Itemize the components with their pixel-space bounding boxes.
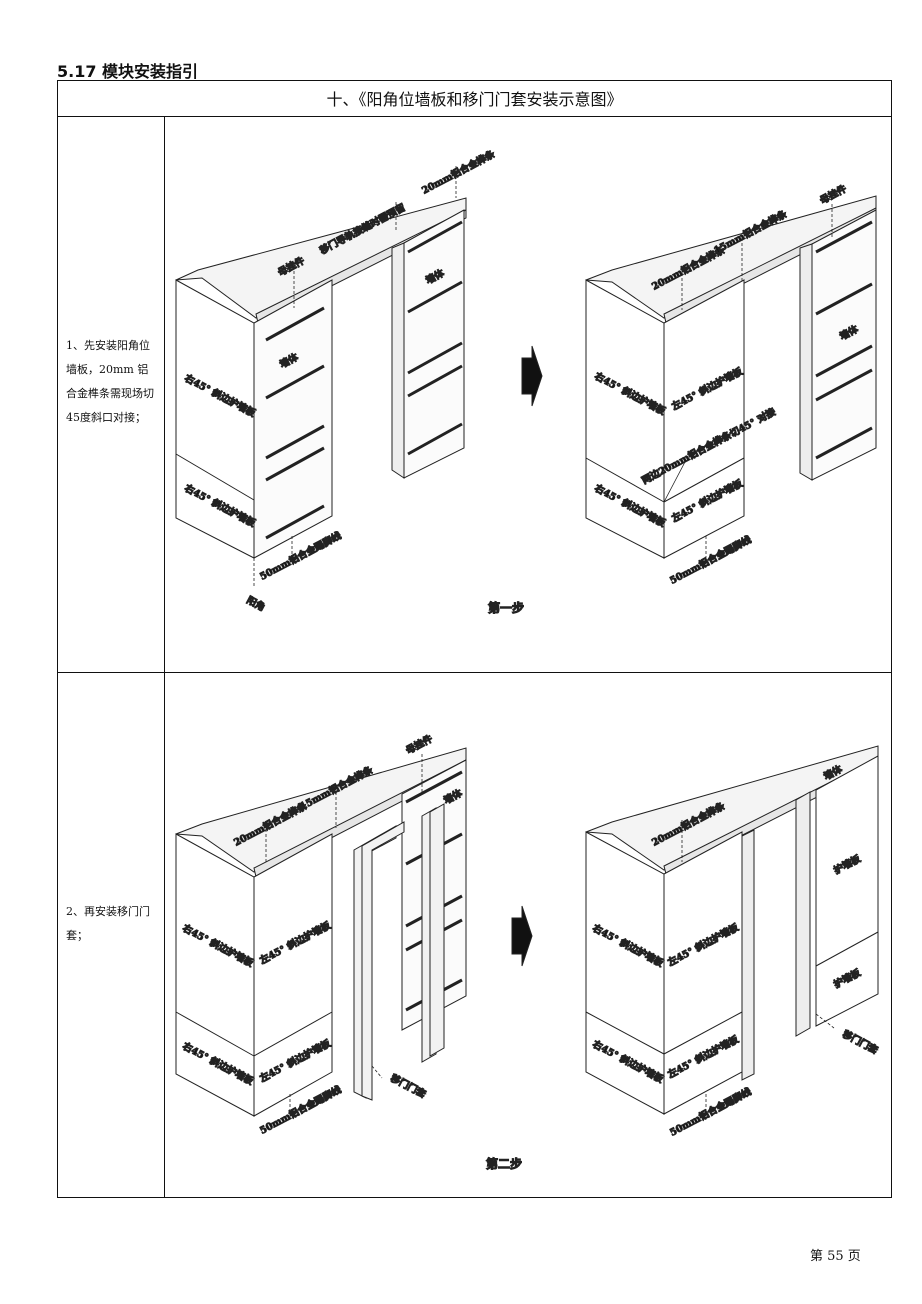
label-rail-top: 20mm铝合金榫条 [420,148,497,197]
table-title: 十、《阳角位墙板和移门门套安装示意图》 [326,90,623,109]
label-door-frame-b: 移门门套 [841,1028,881,1057]
step-1-diagram: 20mm铝合金榫条 移门导轨接缝时需预留 母挂件 墙体 墙体 右45° 斜边护墙… [166,118,890,670]
step-1-left-assembly: 20mm铝合金榫条 移门导轨接缝时需预留 母挂件 墙体 墙体 右45° 斜边护墙… [175,147,498,614]
step-2-diagram: 母挂件 15mm铝合金榫条 20mm铝合金榫条 墙体 右45° 斜边护墙板 左4… [166,674,890,1196]
label-connector: 母挂件 [404,732,435,756]
step-2-arrow-icon [511,905,533,967]
step-1-arrow-icon [521,345,543,407]
step-2-caption: 第二步 [486,1156,522,1171]
table-divider-header [57,116,892,117]
label-door-frame: 移门门套 [389,1072,429,1101]
step-2-right-assembly: 20mm铝合金榫条 墙体 护墙板 护墙板 右45° 斜边护墙板 左45° 斜边护… [585,745,881,1139]
step-2-left-assembly: 母挂件 15mm铝合金榫条 20mm铝合金榫条 墙体 右45° 斜边护墙板 左4… [175,732,467,1137]
label-outer-corner: 阳角 [245,594,267,614]
label-connector-b: 母挂件 [818,182,849,206]
section-title: 5.17 模块安装指引 [57,62,199,81]
table-divider-steps [57,672,892,673]
page-number: 第 55 页 [810,1249,861,1264]
step-1-description: 1、先安装阳角位墙板，20mm 铝合金榫条需现场切45度斜口对接； [66,339,154,424]
table-column-divider [164,116,165,1198]
step-2-description: 2、再安装移门门套； [66,905,150,942]
diagram-table [57,80,892,1198]
step-1-caption: 第一步 [488,600,524,615]
step-1-right-assembly: 20mm铝合金榫条 15mm铝合金榫条 母挂件 墙体 右45° 斜边护墙板 左4… [585,182,877,587]
